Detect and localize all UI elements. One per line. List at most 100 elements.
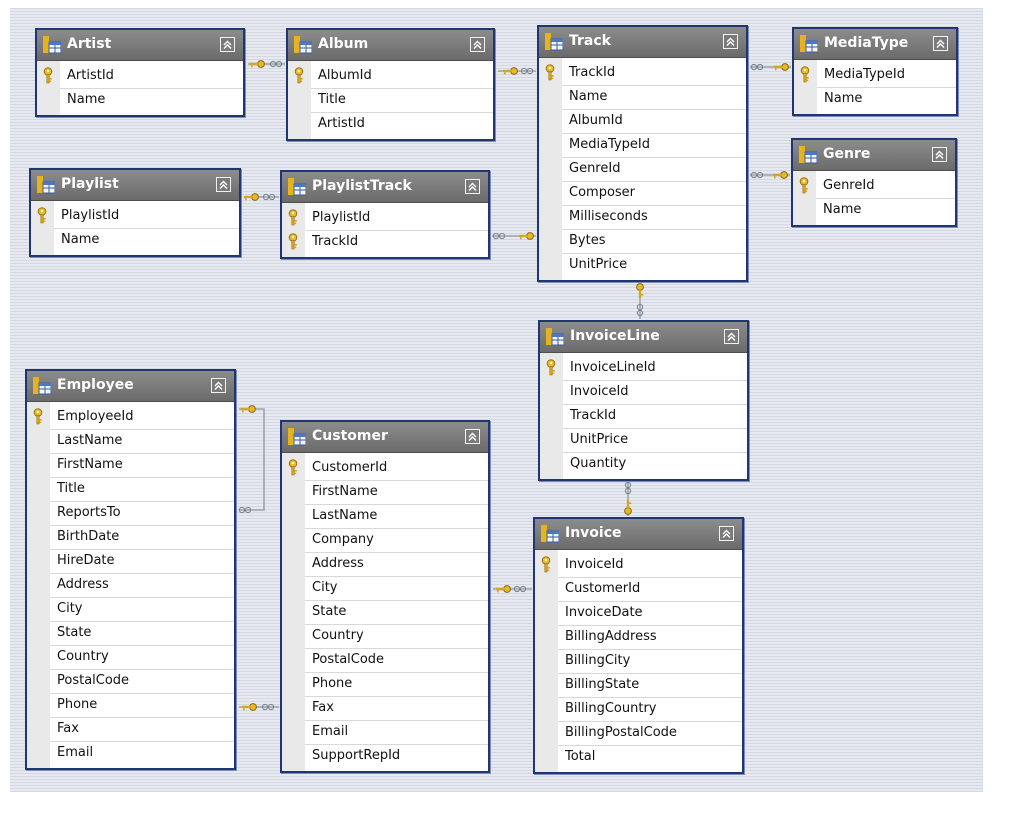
field-row[interactable]: State <box>27 621 234 645</box>
table-header[interactable]: Playlist <box>31 170 239 201</box>
field-row[interactable]: Fax <box>27 717 234 741</box>
field-row[interactable]: ArtistId <box>37 64 243 88</box>
field-row[interactable]: Title <box>288 88 493 112</box>
field-row[interactable]: TrackId <box>539 61 746 85</box>
collapse-icon[interactable] <box>933 36 948 51</box>
primary-key-icon <box>36 207 48 224</box>
field-row[interactable]: AlbumId <box>539 109 746 133</box>
field-row[interactable]: CustomerId <box>535 577 742 601</box>
field-row[interactable]: Name <box>37 88 243 112</box>
collapse-icon[interactable] <box>211 378 226 393</box>
field-row[interactable]: UnitPrice <box>540 428 747 452</box>
field-row[interactable]: FirstName <box>27 453 234 477</box>
field-row[interactable]: UnitPrice <box>539 253 746 277</box>
field-row[interactable]: Title <box>27 477 234 501</box>
table-icon <box>541 525 560 543</box>
field-row[interactable]: GenreId <box>793 174 955 198</box>
field-row[interactable]: HireDate <box>27 549 234 573</box>
field-row[interactable]: AlbumId <box>288 64 493 88</box>
table-header[interactable]: Track <box>539 27 746 58</box>
field-row[interactable]: BirthDate <box>27 525 234 549</box>
field-row[interactable]: Phone <box>27 693 234 717</box>
field-row[interactable]: LastName <box>27 429 234 453</box>
field-row[interactable]: Email <box>27 741 234 765</box>
field-row[interactable]: FirstName <box>282 480 488 504</box>
table-header[interactable]: Customer <box>282 422 488 453</box>
field-row[interactable]: CustomerId <box>282 456 488 480</box>
field-row[interactable]: Quantity <box>540 452 747 476</box>
field-row[interactable]: PostalCode <box>282 648 488 672</box>
field-row[interactable]: InvoiceDate <box>535 601 742 625</box>
field-row[interactable]: State <box>282 600 488 624</box>
field-row[interactable]: Country <box>27 645 234 669</box>
field-row[interactable]: BillingAddress <box>535 625 742 649</box>
field-row[interactable]: Country <box>282 624 488 648</box>
field-row[interactable]: TrackId <box>540 404 747 428</box>
collapse-icon[interactable] <box>724 329 739 344</box>
field-row[interactable]: Name <box>539 85 746 109</box>
field-row[interactable]: PlaylistId <box>282 206 488 230</box>
collapse-icon[interactable] <box>470 37 485 52</box>
field-row[interactable]: MediaTypeId <box>539 133 746 157</box>
field-row[interactable]: Address <box>282 552 488 576</box>
field-row[interactable]: InvoiceId <box>540 380 747 404</box>
table-header[interactable]: Artist <box>37 30 243 61</box>
field-row[interactable]: LastName <box>282 504 488 528</box>
field-row[interactable]: EmployeeId <box>27 405 234 429</box>
field-row[interactable]: Bytes <box>539 229 746 253</box>
field-row[interactable]: GenreId <box>539 157 746 181</box>
field-row[interactable]: Name <box>793 198 955 222</box>
field-row[interactable]: ReportsTo <box>27 501 234 525</box>
table-header[interactable]: MediaType <box>794 29 956 60</box>
field-row[interactable]: Email <box>282 720 488 744</box>
field-name: PlaylistId <box>61 208 120 223</box>
table-header[interactable]: Album <box>288 30 493 61</box>
field-row[interactable]: TrackId <box>282 230 488 254</box>
field-row[interactable]: PostalCode <box>27 669 234 693</box>
field-row[interactable]: SupportRepId <box>282 744 488 768</box>
collapse-icon[interactable] <box>723 34 738 49</box>
table-header[interactable]: Invoice <box>535 519 742 550</box>
collapse-icon[interactable] <box>216 177 231 192</box>
collapse-icon[interactable] <box>932 147 947 162</box>
collapse-icon[interactable] <box>465 429 480 444</box>
field-row[interactable]: City <box>282 576 488 600</box>
field-row[interactable]: Fax <box>282 696 488 720</box>
field-row[interactable]: Name <box>31 228 239 252</box>
table-header[interactable]: InvoiceLine <box>540 322 747 353</box>
field-row[interactable]: MediaTypeId <box>794 63 956 87</box>
collapse-icon[interactable] <box>719 526 734 541</box>
collapse-icon[interactable] <box>465 179 480 194</box>
field-row[interactable]: BillingCountry <box>535 697 742 721</box>
table-header[interactable]: Employee <box>27 371 234 402</box>
field-row[interactable]: Composer <box>539 181 746 205</box>
field-row[interactable]: PlaylistId <box>31 204 239 228</box>
field-row[interactable]: BillingState <box>535 673 742 697</box>
field-row[interactable]: InvoiceLineId <box>540 356 747 380</box>
field-row[interactable]: City <box>27 597 234 621</box>
field-row[interactable]: Address <box>27 573 234 597</box>
field-row[interactable]: ArtistId <box>288 112 493 136</box>
field-row[interactable]: InvoiceId <box>535 553 742 577</box>
field-row[interactable]: Milliseconds <box>539 205 746 229</box>
field-row[interactable]: BillingPostalCode <box>535 721 742 745</box>
field-row[interactable]: Name <box>794 87 956 111</box>
field-row[interactable]: Company <box>282 528 488 552</box>
collapse-icon[interactable] <box>220 37 235 52</box>
table-header[interactable]: PlaylistTrack <box>282 172 488 203</box>
table-header[interactable]: Genre <box>793 140 955 171</box>
field-row[interactable]: Total <box>535 745 742 769</box>
field-row[interactable]: BillingCity <box>535 649 742 673</box>
field-row[interactable]: Phone <box>282 672 488 696</box>
